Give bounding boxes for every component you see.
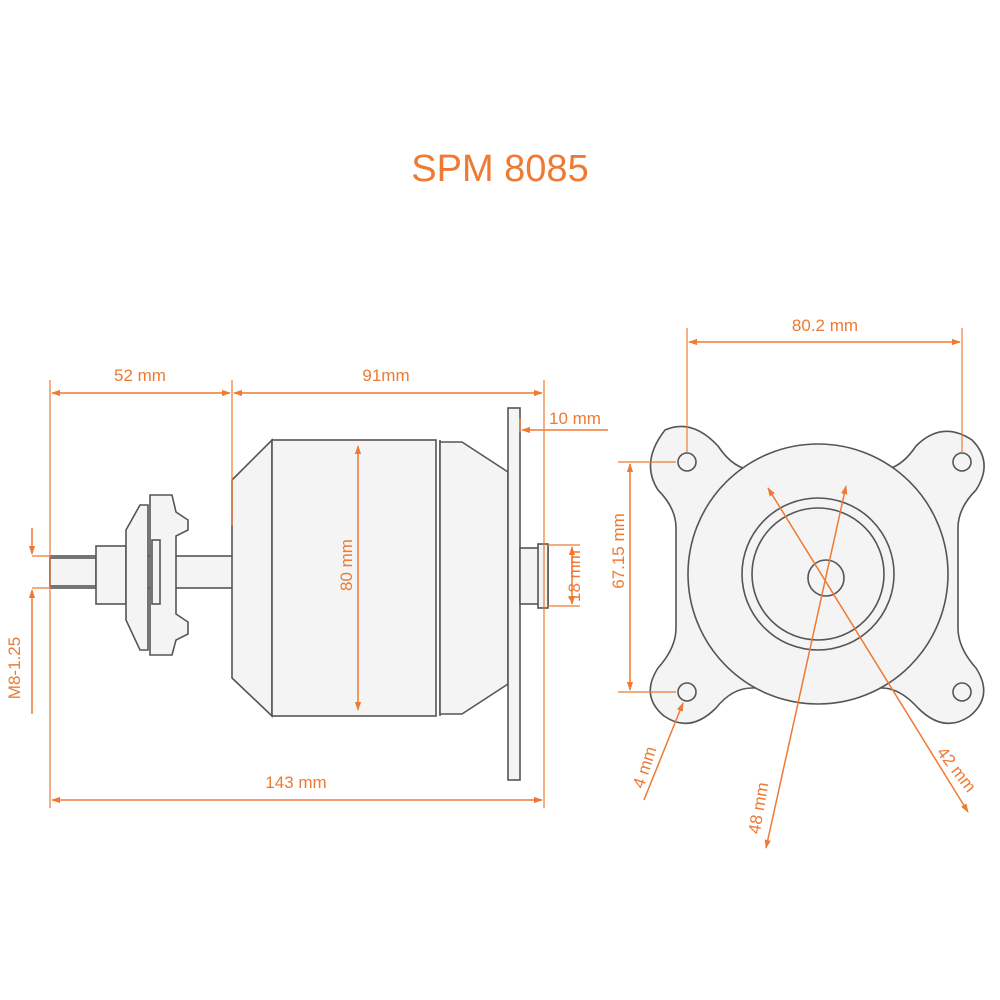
prop-adapter xyxy=(125,504,149,651)
rear-shaft-end xyxy=(537,543,549,609)
dim-mount-thickness: 10 mm xyxy=(549,409,601,428)
dim-body-length: 91mm xyxy=(362,366,409,385)
motor-front-bell xyxy=(231,438,273,718)
retaining-nut xyxy=(151,539,161,605)
dimline-hole xyxy=(643,702,684,801)
shaft-collar xyxy=(95,545,127,605)
threaded-tip xyxy=(49,557,97,587)
dim-bolt-circle-outer: 48 mm xyxy=(745,781,773,835)
mount-hole-br xyxy=(952,682,972,702)
dimline-bolt-circle-inner xyxy=(767,487,969,813)
firewall-mount xyxy=(507,407,521,781)
side-view xyxy=(49,407,549,781)
mount-hole-tr xyxy=(952,452,972,472)
drawing-title: SPM 8085 xyxy=(411,148,589,190)
dim-mount-height: 67.15 mm xyxy=(609,513,628,589)
dimension-lines xyxy=(28,328,969,849)
dim-bolt-circle-inner: 42 mm xyxy=(933,743,980,796)
prop-hub-plate xyxy=(149,494,189,656)
dim-shaft-length: 52 mm xyxy=(114,366,166,385)
dim-rear-shaft: 18 mm xyxy=(565,550,584,602)
dim-overall-length: 143 mm xyxy=(265,773,326,792)
motor-rear-taper xyxy=(439,441,509,715)
dim-diameter: 80 mm xyxy=(337,539,356,591)
mount-hole-bl xyxy=(677,682,697,702)
front-view xyxy=(649,425,985,725)
motor-can xyxy=(271,439,437,717)
dim-thread: M8-1.25 xyxy=(5,637,24,699)
dim-hole: 4 mm xyxy=(629,744,660,790)
dim-mount-width: 80.2 mm xyxy=(792,316,858,335)
mount-hole-tl xyxy=(677,452,697,472)
